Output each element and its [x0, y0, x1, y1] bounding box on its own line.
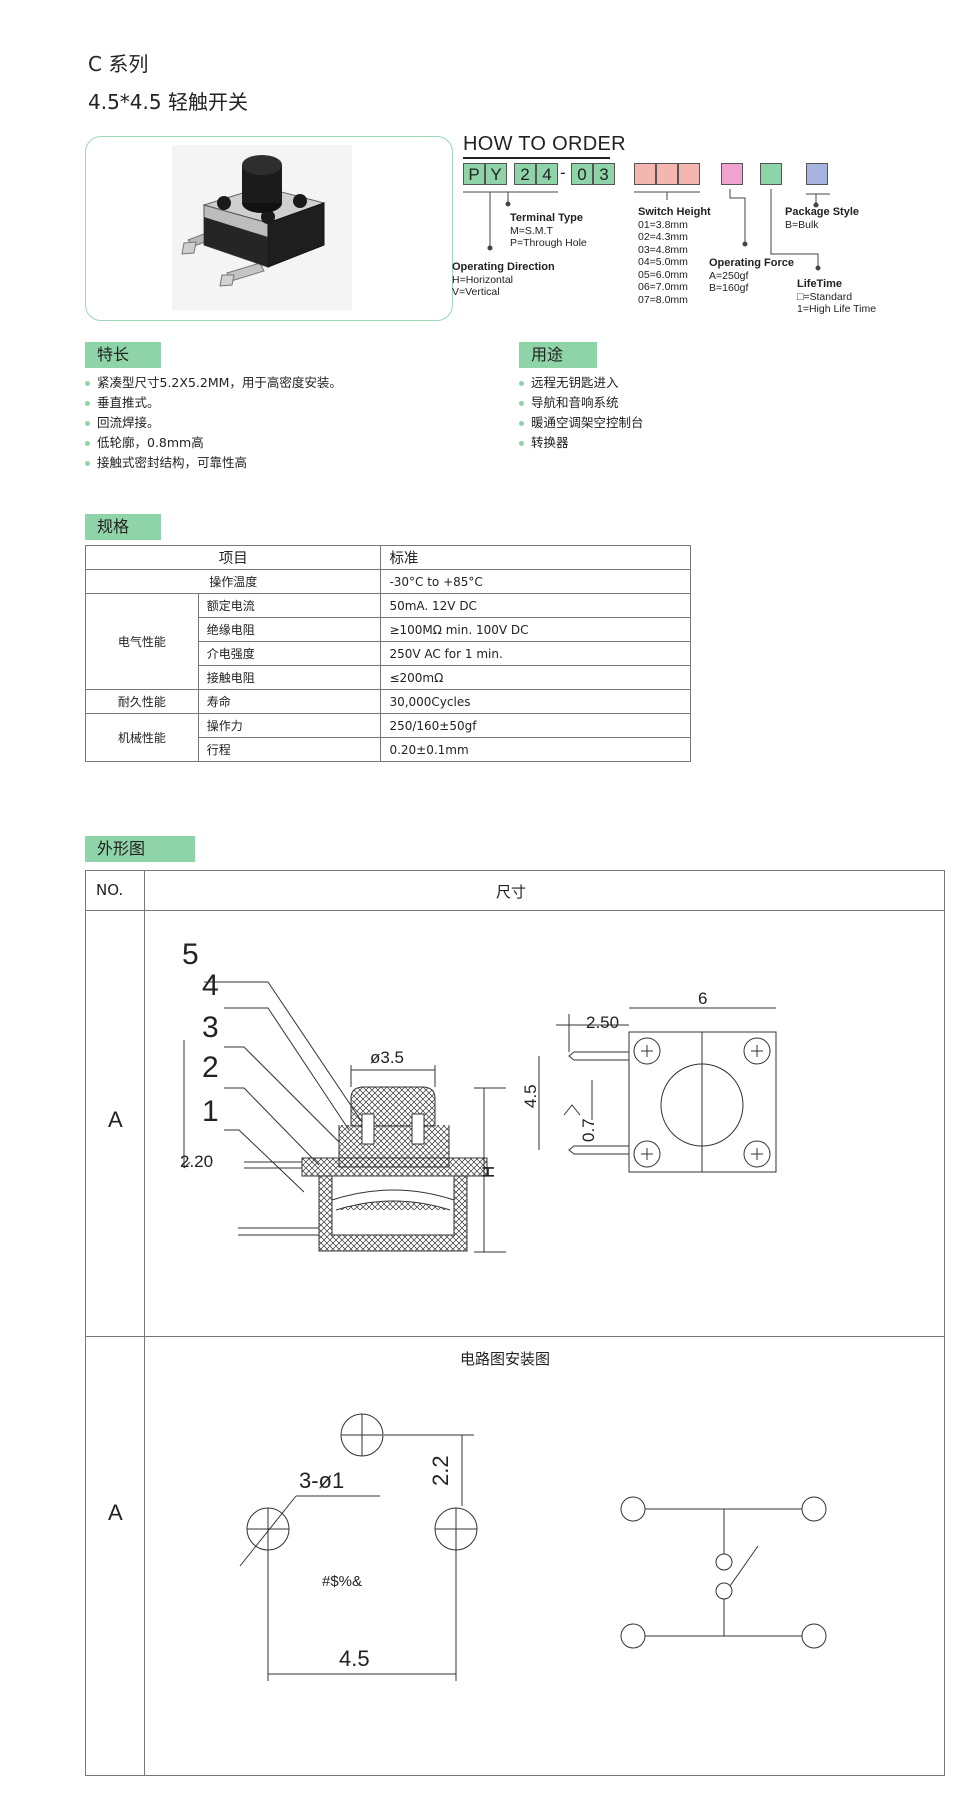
table-row: 操作温度 -30°C to +85°C: [84, 569, 691, 594]
list-item: 紧凑型尺寸5.2X5.2MM，用于高密度安装。: [85, 373, 342, 393]
row-label: 操作力: [197, 713, 382, 738]
operating-force-box: [721, 163, 743, 185]
spec-heading: 规格: [85, 514, 161, 540]
row-value: 250V AC for 1 min.: [380, 641, 691, 666]
package-style-box: [806, 163, 828, 185]
switch-height-box: [634, 163, 656, 185]
row-value: ≤200mΩ: [380, 665, 691, 690]
row-label: 寿命: [197, 689, 382, 714]
col-no: NO.: [96, 881, 124, 899]
col-dimension: 尺寸: [496, 883, 527, 901]
heading-underline: [463, 157, 610, 159]
terminal-type-label: Terminal Type M=S.M.T P=Through Hole: [510, 212, 587, 249]
divider: [144, 870, 145, 1776]
group-label: 耐久性能: [85, 689, 199, 714]
code-cell: 0: [571, 163, 593, 185]
how-to-order-heading: HOW TO ORDER: [463, 133, 626, 155]
list-item: 回流焊接。: [85, 413, 342, 433]
code-dash: -: [560, 163, 566, 182]
order-connector-lines: [463, 189, 830, 271]
row-value: 0.20±0.1mm: [380, 737, 691, 762]
list-item: 远程无钥匙进入: [519, 373, 644, 393]
switch-height-label: Switch Height 01=3.8mm 02=4.3mm 03=4.8mm…: [638, 206, 711, 306]
dim-4-5: 4.5: [339, 1646, 370, 1671]
code-cell: P: [463, 163, 485, 185]
circuit-drawing: 3-ø1 2.2 4.5 #$%&: [239, 1413, 827, 1681]
uses-heading: 用途: [519, 342, 597, 368]
features-heading: 特长: [85, 342, 161, 368]
switch-height-box: [656, 163, 678, 185]
row-value: 30,000Cycles: [380, 689, 691, 714]
product-title: 4.5*4.5 轻触开关: [88, 90, 248, 114]
row-label: 操作温度: [84, 569, 382, 594]
table-row: 绝缘电阻 ≥100MΩ min. 100V DC: [86, 617, 691, 642]
list-item: 转换器: [519, 433, 644, 453]
callout-2: 2: [202, 1051, 219, 1084]
list-item: 暖通空调架空控制台: [519, 413, 644, 433]
dimension-drawing: 5 4 3 2 1 ø3.5 2.20 H 2.50 6 4.5 0.7: [180, 938, 777, 1253]
group-label: 电气性能: [85, 593, 199, 690]
header-item: 项目: [84, 545, 382, 570]
row-label: 接触电阻: [197, 665, 382, 690]
callout-4: 4: [202, 969, 219, 1002]
row-value: 50mA. 12V DC: [380, 593, 691, 618]
row-label: 绝缘电阻: [197, 617, 382, 642]
code-cell: 2: [514, 163, 536, 185]
dim-4-5: 4.5: [521, 1084, 540, 1108]
code-cell: 3: [593, 163, 615, 185]
dim-2-2: 2.2: [428, 1455, 453, 1486]
lifetime-label: LifeTime □=Standard 1=High Life Time: [797, 278, 877, 315]
row-id: A: [108, 1500, 123, 1525]
table-row: 机械性能 操作力 250/160±50gf: [85, 713, 691, 762]
table-row: 行程 0.20±0.1mm: [86, 737, 691, 762]
header-standard: 标准: [380, 545, 691, 570]
table-row: 耐久性能 寿命 30,000Cycles: [85, 689, 691, 714]
table-row: 项目 标准: [84, 545, 691, 570]
row-value: ≥100MΩ min. 100V DC: [380, 617, 691, 642]
package-style-label: Package Style B=Bulk: [785, 206, 859, 231]
outline-table: [85, 870, 945, 1776]
dim-0-7: 0.7: [579, 1118, 598, 1142]
group-label: 机械性能: [85, 713, 199, 762]
dim-2-20: 2.20: [180, 1152, 213, 1171]
row-label: 行程: [197, 737, 382, 762]
divider: [85, 1336, 945, 1337]
code-cell: 4: [536, 163, 558, 185]
dim-H: H: [479, 1166, 498, 1178]
row-value: 250/160±50gf: [380, 713, 691, 738]
dim-2-50: 2.50: [586, 1013, 619, 1032]
dim-6: 6: [698, 989, 707, 1008]
dim-holes: 3-ø1: [299, 1468, 344, 1493]
callout-5: 5: [182, 938, 199, 971]
circuit-title: 电路图安装图: [460, 1350, 551, 1368]
list-item: 导航和音响系统: [519, 393, 644, 413]
operating-direction-label: Operating Direction H=Horizontal V=Verti…: [452, 261, 555, 298]
callout-3: 3: [202, 1011, 219, 1044]
table-row: 接触电阻 ≤200mΩ: [86, 665, 691, 690]
product-photo: [172, 145, 352, 310]
list-item: 接触式密封结构，可靠性高: [85, 453, 342, 473]
row-label: 介电强度: [197, 641, 382, 666]
lifetime-box: [760, 163, 782, 185]
row-id: A: [108, 1107, 123, 1132]
switch-height-box: [678, 163, 700, 185]
drawing-mark: #$%&: [322, 1573, 362, 1590]
divider: [85, 910, 945, 911]
callout-1: 1: [202, 1095, 219, 1128]
series-label: C 系列: [88, 52, 149, 76]
row-label: 额定电流: [197, 593, 382, 618]
list-item: 低轮廓，0.8mm高: [85, 433, 342, 453]
operating-force-label: Operating Force A=250gf B=160gf: [709, 257, 794, 294]
row-value: -30°C to +85°C: [380, 569, 691, 594]
table-row: 电气性能 额定电流 50mA. 12V DC: [85, 593, 691, 690]
uses-list: 远程无钥匙进入 导航和音响系统 暖通空调架空控制台 转换器: [519, 373, 644, 453]
outline-heading: 外形图: [85, 836, 195, 862]
product-photo-frame: [85, 136, 453, 321]
list-item: 垂直推式。: [85, 393, 342, 413]
features-list: 紧凑型尺寸5.2X5.2MM，用于高密度安装。 垂直推式。 回流焊接。 低轮廓，…: [85, 373, 342, 473]
spec-table: 项目 标准 操作温度 -30°C to +85°C 电气性能 额定电流 50mA…: [84, 545, 691, 762]
code-cell: Y: [485, 163, 507, 185]
dim-diameter: ø3.5: [370, 1048, 404, 1067]
